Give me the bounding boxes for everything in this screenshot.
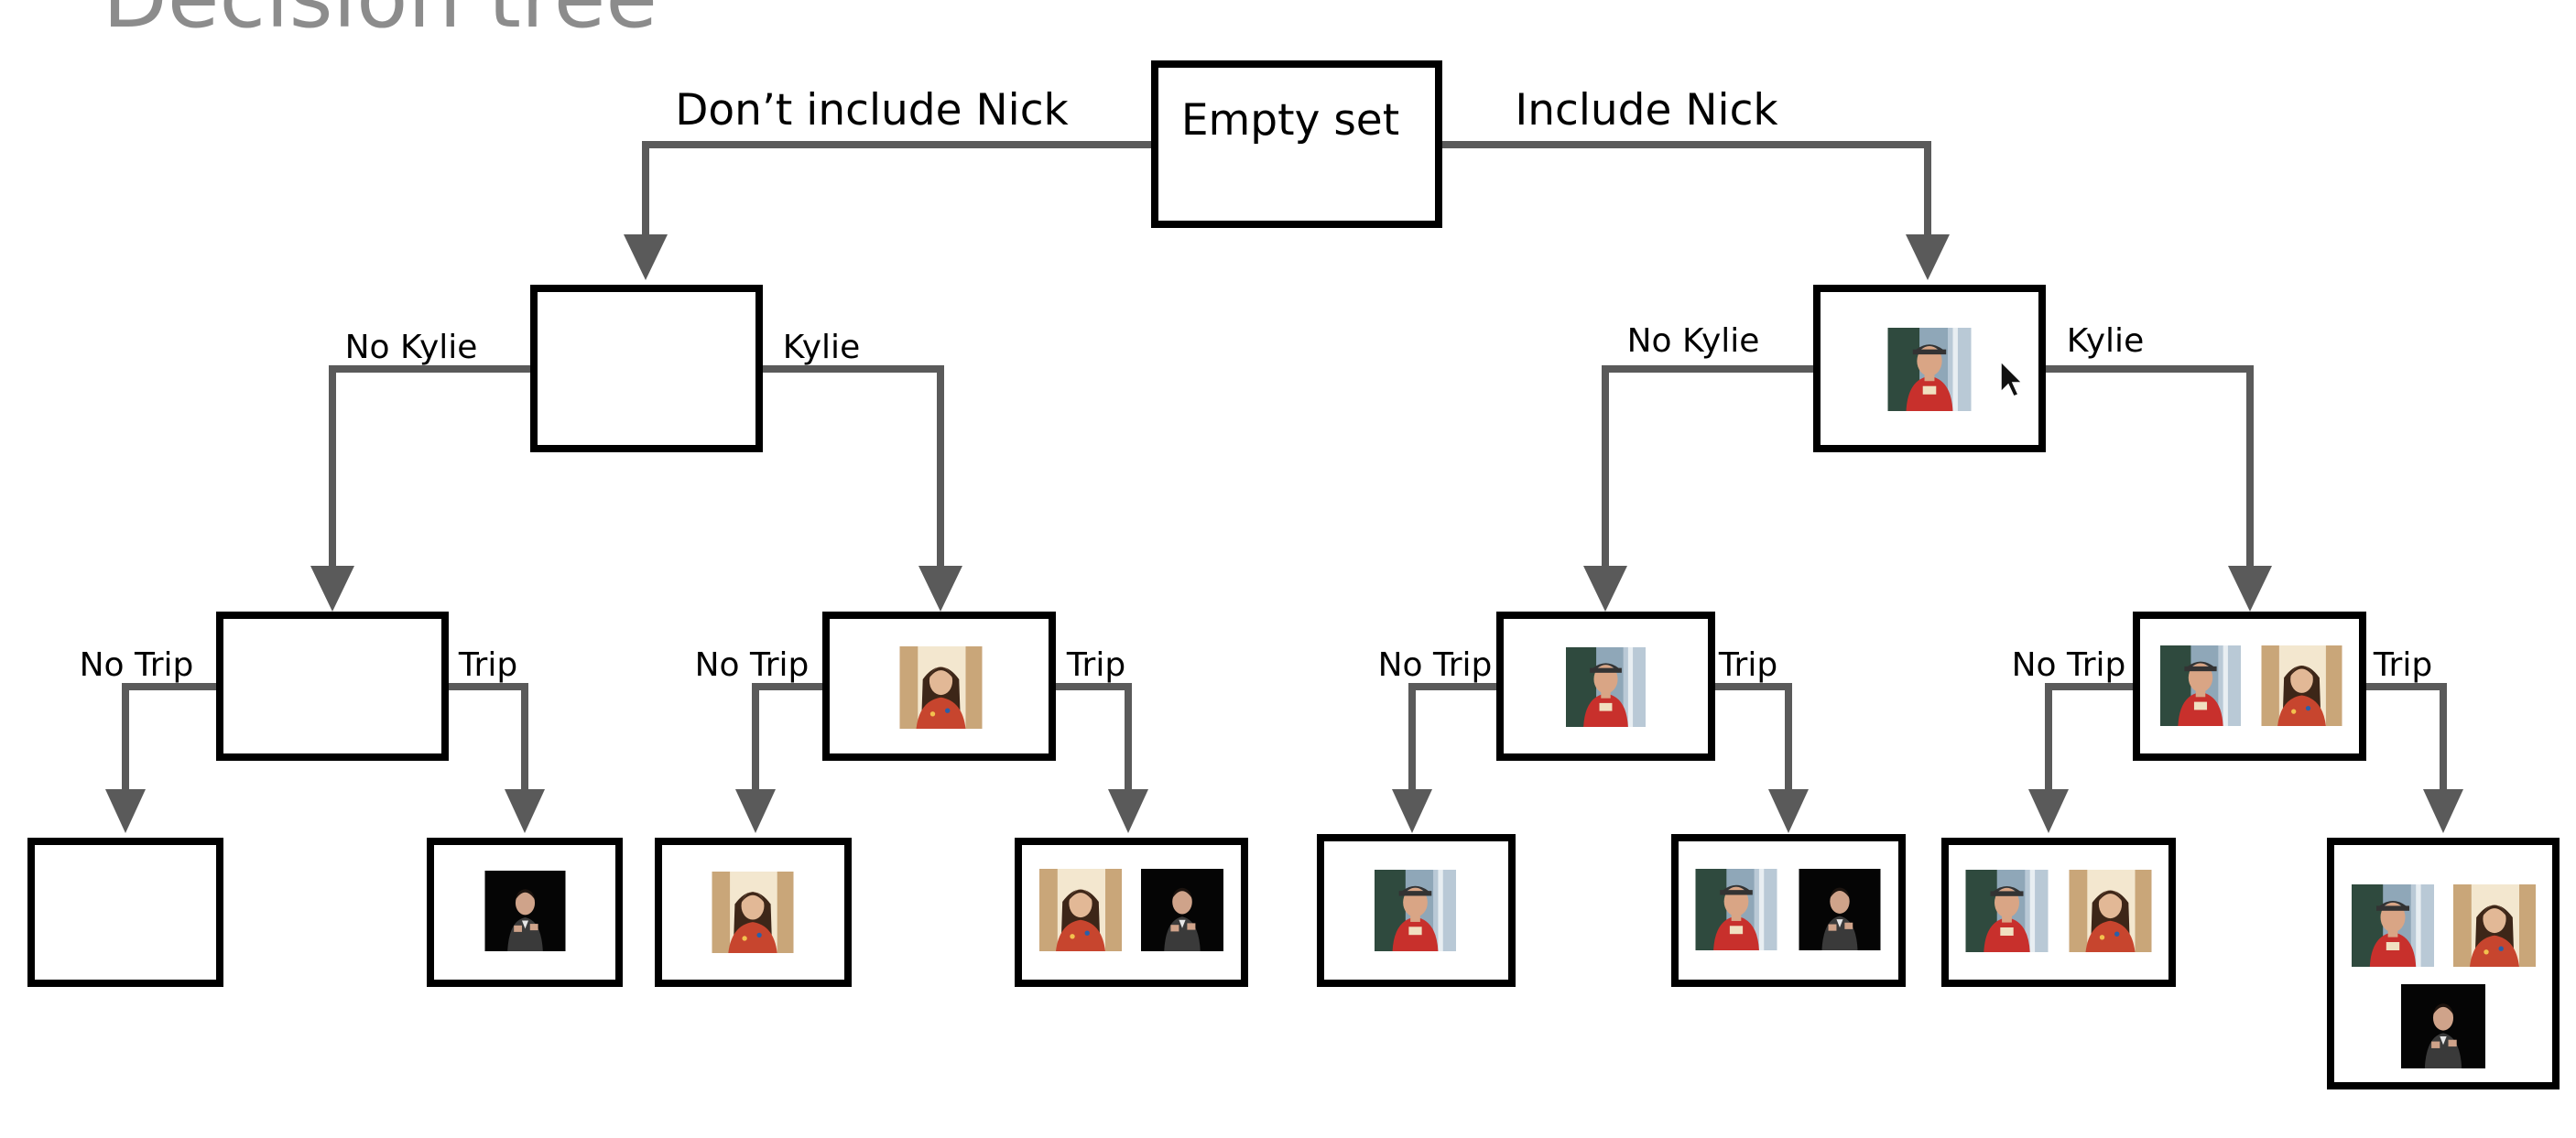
photo-trip bbox=[1141, 869, 1223, 951]
node-root-label: Empty set bbox=[1181, 95, 1399, 146]
arrow-d-trip bbox=[2423, 789, 2463, 833]
edge-c-notrip bbox=[1408, 683, 1500, 797]
photo-nick bbox=[2352, 884, 2434, 967]
edges bbox=[105, 141, 2463, 833]
arrow-l-kylie bbox=[918, 566, 962, 612]
leaf-nick-kylie bbox=[1941, 838, 2176, 987]
node-a-box bbox=[216, 612, 449, 761]
leaf-nick bbox=[1317, 834, 1516, 987]
edge-label-trip-a: Trip bbox=[458, 646, 517, 684]
photo-nick bbox=[1695, 869, 1777, 950]
edge-root-right bbox=[1439, 141, 1931, 247]
edge-label-dont-include-nick: Don’t include Nick bbox=[675, 85, 1069, 135]
node-d-nick-kylie bbox=[2133, 612, 2366, 761]
leaf-kylie-box bbox=[655, 838, 852, 987]
leaf-nick-kylie-trip bbox=[2327, 838, 2560, 1089]
arrow-d-notrip bbox=[2028, 789, 2069, 833]
photo-trip bbox=[484, 871, 566, 951]
leaf-trip bbox=[427, 838, 623, 987]
edge-label-no-trip-a: No Trip bbox=[80, 646, 194, 684]
photo-kylie bbox=[2069, 870, 2152, 952]
edge-label-trip-c: Trip bbox=[1718, 646, 1777, 684]
arrow-c-notrip bbox=[1392, 789, 1432, 833]
edge-l-kylie bbox=[759, 365, 944, 575]
photo-nick bbox=[1566, 647, 1646, 727]
arrow-root-right bbox=[1906, 234, 1950, 280]
photo-nick bbox=[1965, 870, 2049, 952]
nodes: Empty set bbox=[27, 60, 2560, 1089]
node-nick bbox=[1813, 285, 2046, 452]
arrow-a-trip bbox=[505, 789, 545, 833]
edge-b-notrip bbox=[752, 683, 826, 797]
arrow-root-left bbox=[624, 234, 668, 280]
edge-label-kylie-left: Kylie bbox=[783, 329, 860, 366]
node-empty-left bbox=[530, 285, 763, 452]
edge-r-kylie bbox=[2042, 365, 2254, 575]
node-empty-left-box bbox=[530, 285, 763, 452]
edge-label-trip-d: Trip bbox=[2373, 646, 2432, 684]
edge-label-no-trip-b: No Trip bbox=[695, 646, 810, 684]
photo-nick bbox=[2160, 645, 2241, 726]
photo-nick bbox=[1375, 870, 1456, 951]
edge-label-no-trip-c: No Trip bbox=[1378, 646, 1493, 684]
node-root: Empty set bbox=[1151, 60, 1442, 228]
node-a-empty bbox=[216, 612, 449, 761]
page-title: Decision tree bbox=[103, 0, 658, 40]
arrow-cursor-icon bbox=[2000, 360, 2024, 397]
photo-kylie bbox=[712, 872, 794, 953]
leaf-nick-trip bbox=[1671, 834, 1906, 987]
edge-a-trip bbox=[445, 683, 528, 797]
photo-kylie bbox=[1039, 869, 1122, 951]
edge-root-left bbox=[642, 141, 1155, 247]
arrow-b-notrip bbox=[735, 789, 776, 833]
edge-a-notrip bbox=[122, 683, 220, 797]
arrow-r-nokylie bbox=[1583, 566, 1627, 612]
edge-d-notrip bbox=[2045, 683, 2136, 797]
arrow-a-notrip bbox=[105, 789, 146, 833]
edge-d-trip bbox=[2363, 683, 2447, 797]
leaf-empty bbox=[27, 838, 223, 987]
photo-kylie bbox=[899, 646, 983, 729]
edge-r-nokylie bbox=[1602, 365, 1817, 575]
photo-trip bbox=[1799, 869, 1881, 950]
leaf-kylie-trip bbox=[1015, 838, 1248, 987]
edge-label-trip-b: Trip bbox=[1066, 646, 1125, 684]
arrow-b-trip bbox=[1108, 789, 1148, 833]
edge-b-trip bbox=[1052, 683, 1132, 797]
photo-trip bbox=[2401, 984, 2485, 1068]
edge-labels: Don’t include Nick Include Nick No Kylie… bbox=[80, 85, 2433, 684]
edge-label-no-kylie-right: No Kylie bbox=[1627, 322, 1760, 360]
edge-l-nokylie bbox=[329, 365, 534, 575]
node-b-kylie bbox=[822, 612, 1056, 761]
edge-c-trip bbox=[1712, 683, 1792, 797]
node-c-nick bbox=[1496, 612, 1715, 761]
arrow-c-trip bbox=[1768, 789, 1809, 833]
arrow-l-nokylie bbox=[310, 566, 354, 612]
edge-label-include-nick: Include Nick bbox=[1515, 85, 1778, 135]
edge-label-no-trip-d: No Trip bbox=[2012, 646, 2126, 684]
node-root-box bbox=[1151, 60, 1442, 228]
edge-label-kylie-right: Kylie bbox=[2067, 322, 2144, 360]
edge-label-no-kylie-left: No Kylie bbox=[345, 329, 478, 366]
leaf-kylie bbox=[655, 838, 852, 987]
photo-kylie bbox=[2453, 884, 2536, 967]
arrow-r-kylie bbox=[2228, 566, 2272, 612]
photo-nick bbox=[1887, 328, 1972, 411]
photo-kylie bbox=[2261, 645, 2342, 726]
leaf-empty-box bbox=[27, 838, 223, 987]
